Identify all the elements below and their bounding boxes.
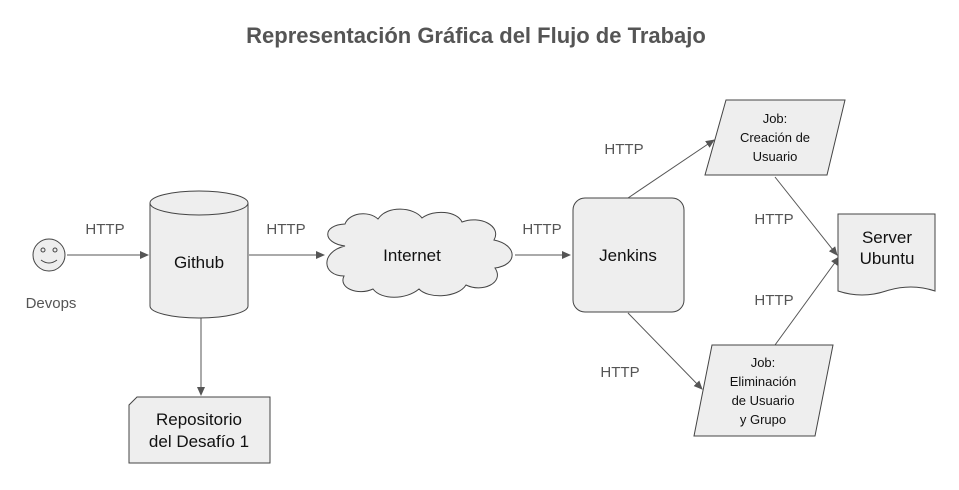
job-delete-line-3: de Usuario — [732, 393, 795, 408]
internet-label: Internet — [383, 246, 441, 265]
diagram-title: Representación Gráfica del Flujo de Trab… — [246, 23, 706, 48]
smiley-eye-right-icon — [52, 247, 58, 253]
server-node: Server Ubuntu — [837, 213, 936, 296]
github-label: Github — [174, 253, 224, 272]
repo-label-line-2: del Desafío 1 — [149, 432, 249, 451]
devops-label: Devops — [26, 295, 77, 312]
server-document-shape — [837, 213, 936, 296]
job-delete-shape — [693, 344, 834, 437]
jenkins-box — [572, 197, 685, 313]
edge-label-jenkins-create: HTTP — [604, 141, 643, 158]
job-delete-line-4: y Grupo — [740, 412, 786, 427]
github-node: Github — [149, 190, 249, 319]
server-label-line-1: Server — [862, 228, 912, 247]
cloud-shape — [326, 208, 513, 298]
edge-label-github-internet: HTTP — [266, 221, 305, 238]
smiley-eye-left-icon — [40, 247, 46, 253]
job-create-node: Job: Creación de Usuario — [704, 99, 846, 176]
edge-create-server — [774, 176, 838, 256]
edge-jenkins-create — [627, 139, 715, 199]
jenkins-node: Jenkins — [572, 197, 685, 313]
edge-label-create-server: HTTP — [754, 211, 793, 228]
edge-delete-server — [774, 256, 840, 346]
job-delete-line-2: Eliminación — [730, 374, 796, 389]
smiley-face-icon — [32, 238, 66, 272]
job-delete-node: Job: Eliminación de Usuario y Grupo — [693, 344, 834, 437]
edge-label-internet-jenkins: HTTP — [522, 221, 561, 238]
job-create-line-1: Job: — [763, 111, 788, 126]
smiley-mouth-icon — [40, 259, 58, 264]
job-create-line-2: Creación de — [740, 130, 810, 145]
repo-node: Repositorio del Desafío 1 — [128, 396, 271, 464]
server-label-line-2: Ubuntu — [860, 249, 915, 268]
internet-node: Internet — [326, 208, 513, 298]
edge-jenkins-delete — [627, 312, 703, 390]
job-create-line-3: Usuario — [753, 149, 798, 164]
jenkins-label: Jenkins — [599, 246, 657, 265]
edge-label-delete-server: HTTP — [754, 292, 793, 309]
repo-box — [128, 396, 271, 464]
edge-label-jenkins-delete: HTTP — [600, 364, 639, 381]
cylinder-body — [149, 203, 249, 319]
repo-label-line-1: Repositorio — [156, 410, 242, 429]
job-delete-line-1: Job: — [751, 355, 776, 370]
cylinder-top — [149, 190, 249, 216]
edge-label-devops-github: HTTP — [85, 221, 124, 238]
devops-actor: Devops — [26, 238, 77, 312]
job-create-shape — [704, 99, 846, 176]
